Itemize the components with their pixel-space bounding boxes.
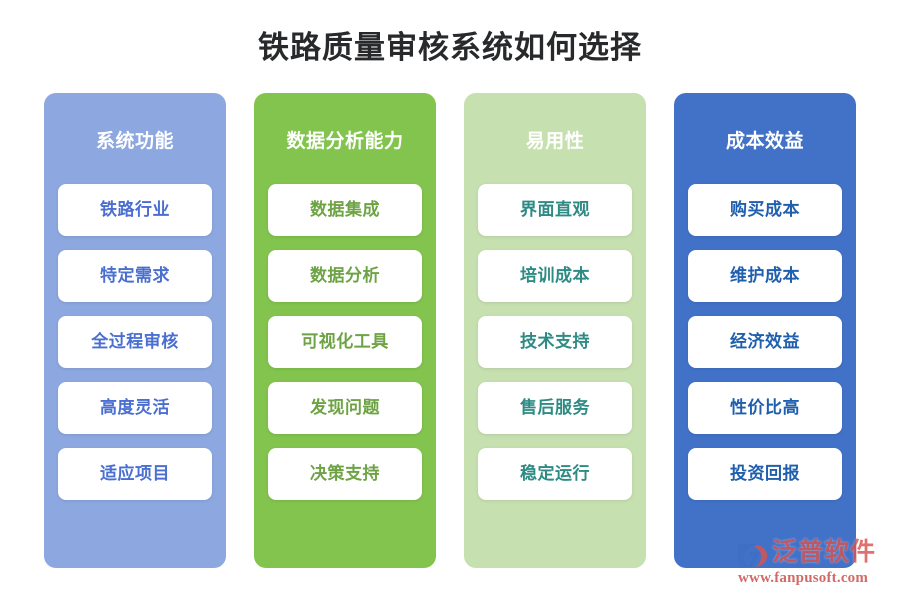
feature-card-label: 性价比高 bbox=[730, 398, 800, 417]
page-title: 铁路质量审核系统如何选择 bbox=[258, 30, 642, 65]
feature-card[interactable]: 投资回报 bbox=[688, 448, 842, 500]
feature-card[interactable]: 可视化工具 bbox=[268, 316, 422, 368]
feature-card-label: 特定需求 bbox=[100, 266, 170, 285]
feature-card-label: 购买成本 bbox=[730, 200, 800, 219]
feature-card-label: 全过程审核 bbox=[91, 332, 179, 351]
feature-card-label: 稳定运行 bbox=[520, 464, 590, 483]
feature-card-label: 数据分析 bbox=[310, 266, 380, 285]
feature-card-label: 界面直观 bbox=[520, 200, 590, 219]
feature-card[interactable]: 全过程审核 bbox=[58, 316, 212, 368]
feature-card[interactable]: 维护成本 bbox=[688, 250, 842, 302]
feature-card-label: 技术支持 bbox=[520, 332, 590, 351]
column-header-ease-of-use: 易用性 bbox=[525, 131, 585, 152]
feature-card-label: 投资回报 bbox=[730, 464, 800, 483]
category-column-ease-of-use[interactable]: 易用性界面直观培训成本技术支持售后服务稳定运行 bbox=[464, 93, 646, 568]
feature-card[interactable]: 数据集成 bbox=[268, 184, 422, 236]
comparison-columns: 系统功能铁路行业特定需求全过程审核高度灵活适应项目数据分析能力数据集成数据分析可… bbox=[44, 93, 856, 568]
feature-card[interactable]: 售后服务 bbox=[478, 382, 632, 434]
card-list-system-function: 铁路行业特定需求全过程审核高度灵活适应项目 bbox=[44, 184, 226, 500]
feature-card[interactable]: 经济效益 bbox=[688, 316, 842, 368]
feature-card-label: 铁路行业 bbox=[100, 200, 170, 219]
column-header-cost-benefit: 成本效益 bbox=[725, 131, 804, 152]
feature-card-label: 数据集成 bbox=[310, 200, 380, 219]
feature-card-label: 适应项目 bbox=[100, 464, 170, 483]
feature-card[interactable]: 高度灵活 bbox=[58, 382, 212, 434]
feature-card[interactable]: 稳定运行 bbox=[478, 448, 632, 500]
feature-card[interactable]: 性价比高 bbox=[688, 382, 842, 434]
feature-card[interactable]: 发现问题 bbox=[268, 382, 422, 434]
column-header-system-function: 系统功能 bbox=[95, 131, 174, 152]
feature-card[interactable]: 适应项目 bbox=[58, 448, 212, 500]
feature-card-label: 决策支持 bbox=[310, 464, 380, 483]
category-column-data-analysis-capability[interactable]: 数据分析能力数据集成数据分析可视化工具发现问题决策支持 bbox=[254, 93, 436, 568]
feature-card[interactable]: 培训成本 bbox=[478, 250, 632, 302]
feature-card[interactable]: 铁路行业 bbox=[58, 184, 212, 236]
feature-card[interactable]: 决策支持 bbox=[268, 448, 422, 500]
feature-card-label: 售后服务 bbox=[520, 398, 590, 417]
feature-card-label: 培训成本 bbox=[520, 266, 590, 285]
category-column-cost-benefit[interactable]: 成本效益购买成本维护成本经济效益性价比高投资回报 bbox=[674, 93, 856, 568]
feature-card-label: 维护成本 bbox=[730, 266, 800, 285]
feature-card-label: 高度灵活 bbox=[100, 398, 170, 417]
feature-card-label: 发现问题 bbox=[310, 398, 380, 417]
column-header-data-analysis-capability: 数据分析能力 bbox=[286, 131, 404, 152]
card-list-data-analysis-capability: 数据集成数据分析可视化工具发现问题决策支持 bbox=[254, 184, 436, 500]
feature-card[interactable]: 数据分析 bbox=[268, 250, 422, 302]
feature-card[interactable]: 技术支持 bbox=[478, 316, 632, 368]
category-column-system-function[interactable]: 系统功能铁路行业特定需求全过程审核高度灵活适应项目 bbox=[44, 93, 226, 568]
watermark-url: www.fanpusoft.com bbox=[738, 570, 869, 586]
feature-card[interactable]: 特定需求 bbox=[58, 250, 212, 302]
feature-card-label: 经济效益 bbox=[730, 332, 800, 351]
feature-card-label: 可视化工具 bbox=[301, 332, 389, 351]
card-list-cost-benefit: 购买成本维护成本经济效益性价比高投资回报 bbox=[674, 184, 856, 500]
feature-card[interactable]: 界面直观 bbox=[478, 184, 632, 236]
card-list-ease-of-use: 界面直观培训成本技术支持售后服务稳定运行 bbox=[464, 184, 646, 500]
feature-card[interactable]: 购买成本 bbox=[688, 184, 842, 236]
